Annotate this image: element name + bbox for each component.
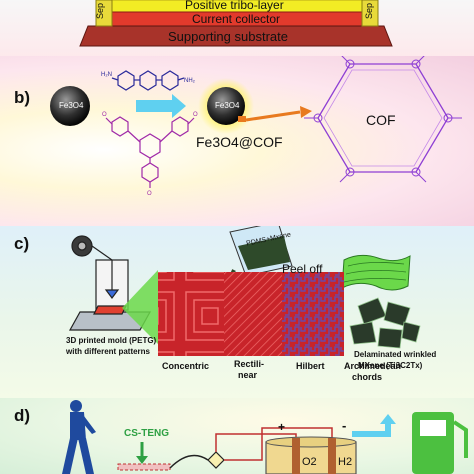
cell-top-rim: [265, 436, 357, 448]
aldehyde-mark-right: O: [193, 112, 198, 118]
tribo-layer-label: Positive tribo-layer: [185, 0, 284, 12]
zoom-arrow: [245, 110, 301, 122]
panel-a-layer-stack: Positive tribo-layer Current collector S…: [0, 0, 474, 56]
pattern-label-archimedean-1: Archimedean: [344, 361, 402, 371]
amine-left-text: H₂N: [101, 72, 112, 78]
cof-label: COF: [366, 112, 396, 128]
zoom-arrow-head: [300, 106, 312, 118]
cof-fragment-marker: [238, 116, 246, 122]
wrinkled-film: [341, 254, 411, 291]
mold-caption-line2: with different patterns: [66, 347, 151, 356]
aldehyde-mark-left: O: [102, 112, 107, 118]
reaction-arrow: [136, 94, 186, 118]
mold-caption-line1: 3D printed mold (PETG): [66, 336, 157, 345]
substrate-label: Supporting substrate: [168, 29, 288, 44]
spacer-left-shape: [95, 0, 113, 27]
current-collector-label: Current collector: [192, 12, 281, 26]
diamine-linker: [111, 70, 185, 91]
aldehyde-mark-bottom: O: [147, 191, 152, 197]
fe3o4-sphere: [50, 86, 90, 126]
hydrogen-arrow: [352, 424, 391, 437]
teng-device-label: CS-TENG: [124, 428, 169, 439]
pattern-label-archimedean-2: chords: [352, 372, 383, 382]
peel-off-label: Peel off: [282, 262, 323, 276]
3d-printer-icon: [68, 235, 152, 331]
swatch-hilbert: [282, 272, 344, 356]
pattern-label-rectilinear-1: Rectili-: [234, 359, 265, 369]
pattern-label-rectilinear-2: near: [238, 370, 258, 380]
teng-device: [117, 463, 171, 471]
electrode-minus-label: -: [342, 418, 347, 433]
walking-person-icon: [62, 400, 96, 474]
electrode-plus-label: +: [278, 420, 286, 434]
amine-right-text: NH₂: [184, 78, 196, 84]
fe3o4-cof-sphere: [207, 87, 245, 125]
fe3o4-cof-core-text: Fe3O4: [215, 101, 240, 110]
fe3o4-core-text: Fe3O4: [59, 101, 84, 110]
panel-b-cof-synthesis: b) H₂N NH₂: [0, 56, 474, 226]
wire-left: [169, 454, 209, 469]
fe3o4-cof-label: Fe3O4@COF: [196, 134, 283, 150]
oxygen-label: O2: [302, 456, 317, 468]
electrode-anode: [292, 438, 300, 474]
pattern-label-hilbert: Hilbert: [296, 361, 325, 371]
spacer-left-label: Sep: [95, 2, 106, 20]
mxene-caption-line1: Delaminated wrinkled: [354, 350, 437, 359]
cof-nodes: [304, 56, 462, 183]
projection-beam: [122, 270, 158, 344]
spacer-right-label: Sep: [364, 2, 375, 20]
electrode-cathode: [328, 438, 336, 474]
spacer-right-shape: [361, 0, 379, 27]
trialdehyde-linker: [105, 116, 195, 188]
mxene-caption-line2: MXene (Ti3C2Tx): [358, 361, 423, 370]
rectifier-icon: [207, 451, 225, 469]
swatch-rectilinear: [224, 272, 282, 356]
fuel-pump-icon: [412, 412, 468, 474]
mxene-flakes: [349, 297, 421, 349]
substrate-shape: [79, 25, 393, 47]
panel-d-label: d): [14, 406, 31, 425]
pattern-label-concentric: Concentric: [162, 361, 210, 371]
swatch-concentric: [158, 272, 224, 356]
hydrogen-arrow-head: [380, 414, 396, 424]
panel-b-label: b): [14, 88, 31, 107]
panel-d-teng-application: d) CS-TEN: [0, 398, 474, 474]
panel-c-label: c): [14, 234, 30, 253]
panel-c-mold-fabrication: c): [0, 226, 474, 398]
teng-arrow-head: [136, 456, 148, 464]
hydrogen-label: H2: [338, 456, 353, 468]
